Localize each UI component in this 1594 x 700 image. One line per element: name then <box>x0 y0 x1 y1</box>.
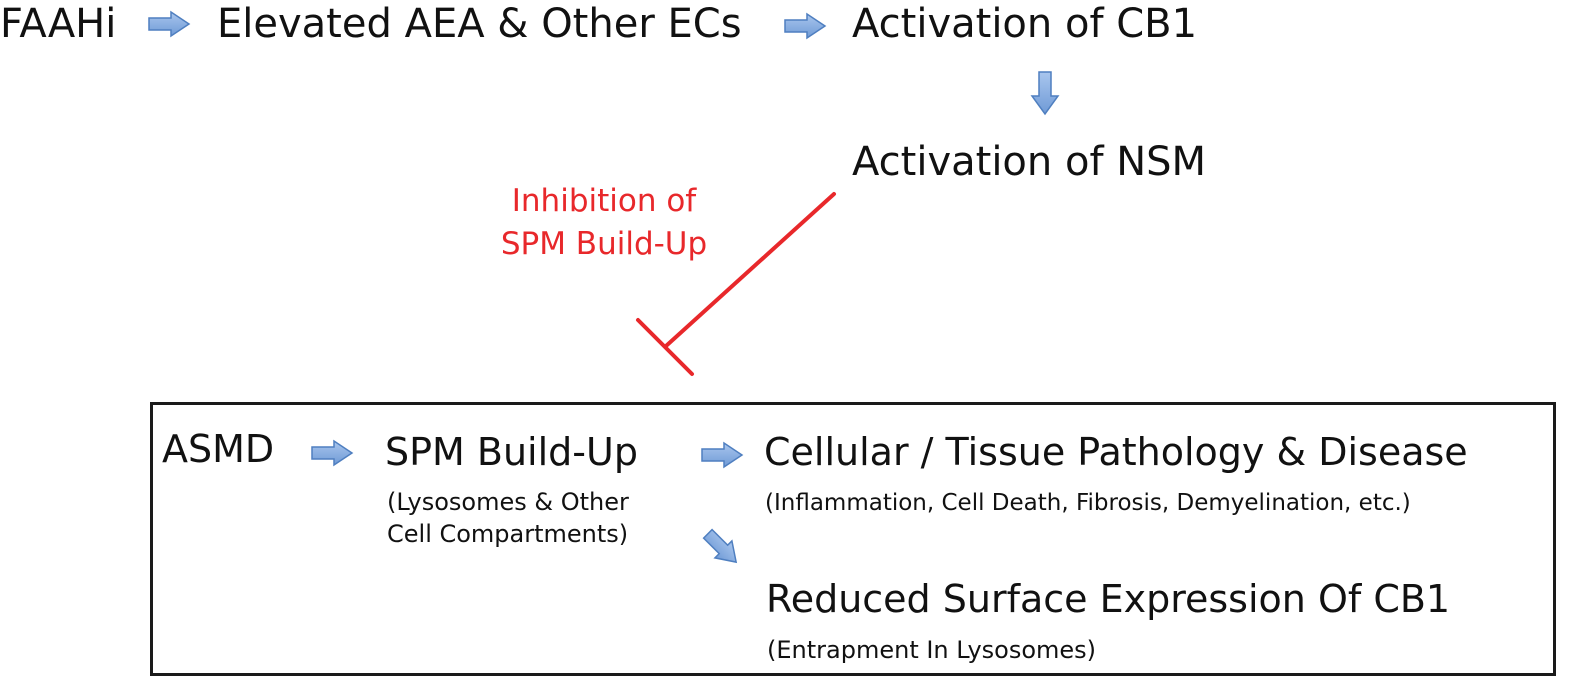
node-faahi: FAAHi <box>0 1 117 47</box>
inhibition-label-line1: Inhibition of <box>511 183 697 219</box>
node-elevated-aea: Elevated AEA & Other ECs <box>217 1 742 47</box>
block-arrow-icon <box>701 441 744 469</box>
block-arrow-icon <box>784 12 827 40</box>
reduced-note: (Entrapment In Lysosomes) <box>767 636 1097 664</box>
node-spm-build-up: SPM Build-Up <box>385 430 638 474</box>
node-activation-cb1: Activation of CB1 <box>852 1 1198 47</box>
node-pathology: Cellular / Tissue Pathology & Disease <box>764 430 1468 474</box>
asmd-pathway-box <box>150 402 1556 676</box>
node-activation-nsm: Activation of NSM <box>852 139 1207 185</box>
spm-note: (Lysosomes & Other Cell Compartments) <box>387 486 629 551</box>
block-arrow-down-icon <box>1030 71 1060 116</box>
block-arrow-icon <box>148 10 191 38</box>
inhibition-label: Inhibition of SPM Build-Up <box>478 180 730 267</box>
inhibition-label-line2: SPM Build-Up <box>500 226 708 263</box>
spm-note-line1: (Lysosomes & Other <box>387 488 629 516</box>
block-arrow-icon <box>311 439 354 467</box>
pathology-note: (Inflammation, Cell Death, Fibrosis, Dem… <box>765 490 1411 516</box>
node-reduced-surface-expression: Reduced Surface Expression Of CB1 <box>766 577 1451 621</box>
block-arrow-diagonal-icon <box>702 528 738 564</box>
node-asmd: ASMD <box>162 427 275 471</box>
spm-note-line2: Cell Compartments) <box>387 520 629 549</box>
